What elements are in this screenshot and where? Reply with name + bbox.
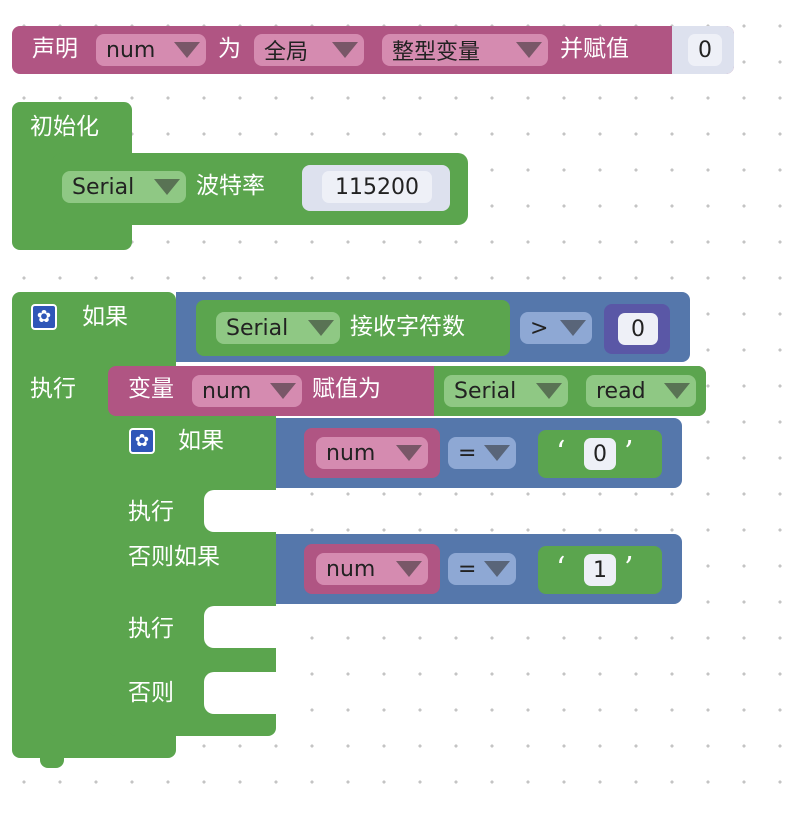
else-slot[interactable] <box>204 672 278 714</box>
assign-label: 并赋值 <box>560 36 629 62</box>
condition-1-block[interactable]: num = ‘ 0 ’ <box>276 418 682 488</box>
dropdown-arrow-icon <box>484 445 510 461</box>
condition-2-char-field[interactable]: 1 <box>584 554 616 586</box>
condition-1-variable-dropdown[interactable]: num <box>316 437 428 469</box>
assign-variable-block[interactable]: 变量 num 赋值为 Serial read <box>108 366 706 416</box>
baud-label: 波特率 <box>196 173 265 199</box>
inner-if-label: 如果 <box>178 428 224 454</box>
initial-value-field[interactable]: 0 <box>688 34 722 66</box>
as-label: 为 <box>218 36 241 62</box>
compare-operator-dropdown[interactable]: > <box>520 312 592 344</box>
type-dropdown[interactable]: 整型变量 <box>382 34 548 66</box>
if-block-bottom-tab <box>40 756 64 768</box>
scope-dropdown[interactable]: 全局 <box>254 34 364 66</box>
condition-2-char-block[interactable]: ‘ 1 ’ <box>538 546 662 594</box>
do-slot-1[interactable] <box>204 490 278 532</box>
variable-name-dropdown[interactable]: num <box>96 34 206 66</box>
condition-2-variable-block[interactable]: num <box>304 544 440 594</box>
serial-port-dropdown[interactable]: Serial <box>444 375 568 407</box>
setup-label: 初始化 <box>30 114 99 140</box>
serial-available-block[interactable]: Serial 接收字符数 <box>196 300 510 356</box>
dropdown-arrow-icon <box>396 561 422 577</box>
declare-label: 声明 <box>32 36 78 62</box>
assign-to-label: 赋值为 <box>312 376 381 402</box>
inner-do-label-1: 执行 <box>128 499 174 525</box>
serial-port-dropdown[interactable]: Serial <box>216 312 340 344</box>
condition-1-operator-dropdown[interactable]: = <box>448 437 516 469</box>
available-label: 接收字符数 <box>350 314 465 340</box>
condition-2-operator-dropdown[interactable]: = <box>448 553 516 585</box>
assign-variable-dropdown[interactable]: num <box>192 375 302 407</box>
inner-do-label-2: 执行 <box>128 616 174 642</box>
baud-rate-field[interactable]: 115200 <box>322 171 432 203</box>
elseif-label: 否则如果 <box>128 544 220 570</box>
dropdown-arrow-icon <box>332 42 358 58</box>
dropdown-arrow-icon <box>308 320 334 336</box>
else-label: 否则 <box>128 680 174 706</box>
dropdown-arrow-icon <box>154 179 180 195</box>
if-label: 如果 <box>82 304 128 330</box>
condition-2-variable-dropdown[interactable]: num <box>316 553 428 585</box>
dropdown-arrow-icon <box>536 383 562 399</box>
condition-1-char-field[interactable]: 0 <box>584 438 616 470</box>
assign-var-label: 变量 <box>128 376 174 402</box>
dropdown-arrow-icon <box>270 383 296 399</box>
declare-variable-block[interactable]: 声明 num 为 全局 整型变量 并赋值 0 <box>12 26 734 74</box>
dropdown-arrow-icon <box>174 42 200 58</box>
serial-begin-block[interactable]: Serial 波特率 115200 <box>52 153 468 225</box>
serial-read-block[interactable]: Serial read <box>434 366 706 416</box>
condition-1-variable-block[interactable]: num <box>304 428 440 478</box>
compare-value-field[interactable]: 0 <box>618 313 658 345</box>
dropdown-arrow-icon <box>484 561 510 577</box>
do-label: 执行 <box>30 376 76 402</box>
condition-1-char-block[interactable]: ‘ 0 ’ <box>538 430 662 478</box>
dropdown-arrow-icon <box>516 42 542 58</box>
gear-icon[interactable]: ✿ <box>129 428 155 454</box>
dropdown-arrow-icon <box>664 383 690 399</box>
condition-2-block[interactable]: num = ‘ 1 ’ <box>276 534 682 604</box>
gear-icon[interactable]: ✿ <box>31 304 57 330</box>
serial-port-dropdown[interactable]: Serial <box>62 171 186 203</box>
dropdown-arrow-icon <box>560 320 586 336</box>
dropdown-arrow-icon <box>396 445 422 461</box>
serial-method-dropdown[interactable]: read <box>586 375 696 407</box>
do-slot-2[interactable] <box>204 606 278 648</box>
